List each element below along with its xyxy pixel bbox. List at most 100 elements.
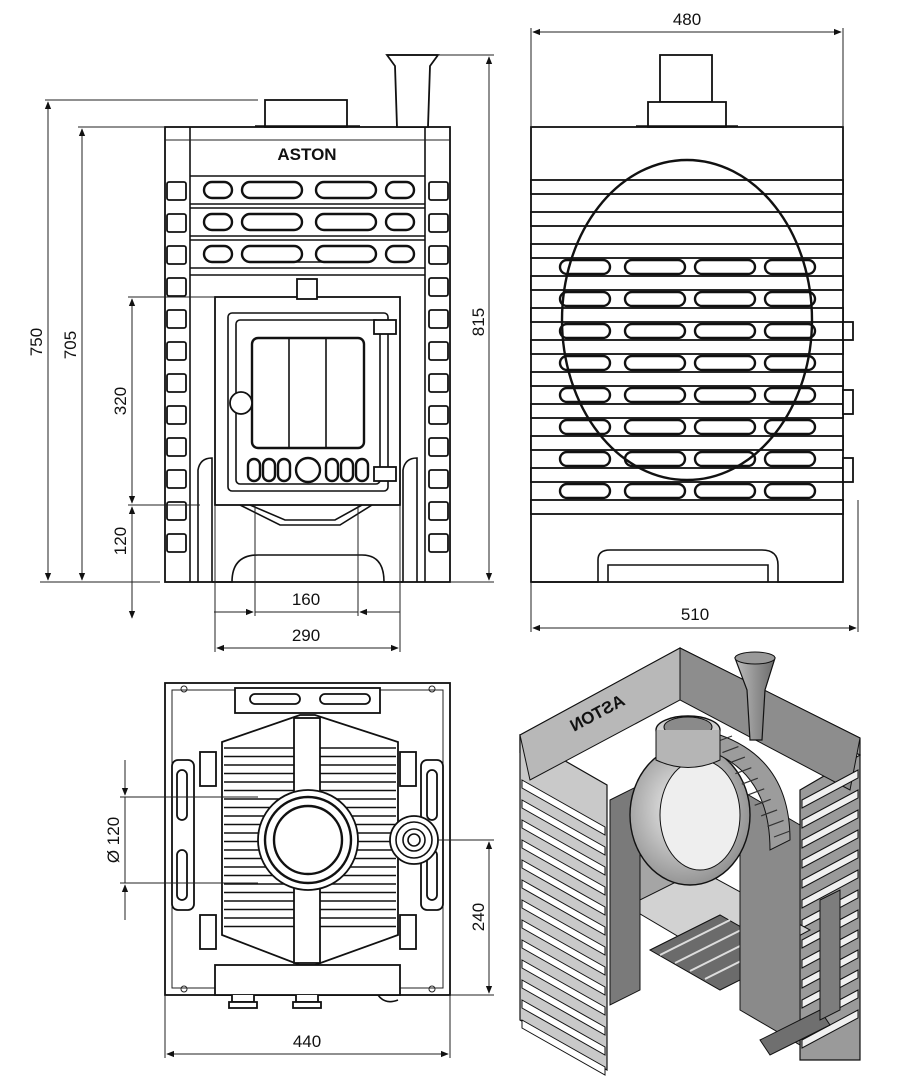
dim-750: 750 [27,328,46,356]
grille-slot [384,212,416,232]
cutaway-isometric-view: ASTON [519,647,861,1076]
front-right-slot [428,181,449,201]
side-bar [530,307,844,323]
front-left-slot [166,309,187,329]
iso-slat [521,799,606,856]
grille-slot [202,212,234,232]
side-slot [558,386,612,404]
side-slot [763,322,817,340]
front-left-slot [166,277,187,297]
iso-slat [521,879,606,936]
dim-510: 510 [681,605,709,624]
iso-slat [801,869,859,909]
iso-slat [801,789,859,829]
grille-slot [240,244,304,264]
arch-rib [722,745,739,754]
front-left-slot [166,501,187,521]
side-slot [623,354,687,372]
iso-slat [521,839,606,896]
grille-slot [202,244,234,264]
iso-slat [521,859,606,916]
side-bar [530,243,844,259]
iso-slat [801,849,859,889]
top-view: Ø 120 240 440 [104,682,494,1058]
side-slot [763,482,817,500]
dim-480: 480 [673,10,701,29]
front-left-slot [166,341,187,361]
front-left-slot [166,181,187,201]
front-right-slot [428,245,449,265]
front-view: 750 705 320 120 815 160 290 [27,54,494,652]
dim-705: 705 [61,331,80,359]
iso-slat [521,939,606,996]
side-slot [763,290,817,308]
dim-160: 160 [292,590,320,609]
side-slot [693,322,757,340]
front-right-slot [428,501,449,521]
iso-slat [521,959,606,1016]
iso-slat [521,779,606,836]
dim-120-diameter: Ø 120 [104,817,123,863]
grille-slot [314,212,378,232]
front-left-slot [166,405,187,425]
arch-rib [728,756,746,764]
front-right-slot [428,533,449,553]
iso-arch-ribs [715,735,791,838]
front-left-slot [166,533,187,553]
front-right-slot [428,341,449,361]
iso-slat [801,809,859,849]
side-slot [558,450,612,468]
side-slot [693,258,757,276]
front-right-slot [428,309,449,329]
front-right-slot [428,469,449,489]
dim-320: 320 [111,387,130,415]
iso-slat [801,769,859,809]
side-bar [530,275,844,291]
side-slot [558,418,612,436]
front-right-slot [428,437,449,457]
iso-slat [521,919,606,976]
grille-slot [240,180,304,200]
side-bar [530,179,844,195]
arch-rib [748,788,765,796]
side-slot [623,386,687,404]
front-right-slot [428,373,449,393]
iso-slat [521,999,606,1056]
side-view: 480 510 [530,10,859,632]
side-bars [530,158,844,515]
iso-slat [801,1009,859,1049]
front-right-slot [428,213,449,233]
grille-slot [384,244,416,264]
iso-slat [801,829,859,869]
side-slot [693,354,757,372]
front-left-slot [166,469,187,489]
dim-815: 815 [469,308,488,336]
side-slot [623,290,687,308]
side-slot [558,258,612,276]
side-bar [530,435,844,451]
iso-slat [521,1019,606,1076]
side-slot [623,258,687,276]
side-slot [763,258,817,276]
side-bar [530,339,844,355]
dim-120: 120 [111,527,130,555]
front-left-slot [166,437,187,457]
side-bar [530,499,844,515]
side-slot [558,290,612,308]
brand-logo: ASTON [277,145,336,164]
side-slot [763,386,817,404]
grille-slot [314,244,378,264]
side-slot [558,354,612,372]
iso-slat [521,819,606,876]
grille-slot [314,180,378,200]
arch-rib [735,767,752,775]
grille-slot [202,180,234,200]
side-slot [693,386,757,404]
side-slot [558,482,612,500]
front-side-slots [166,181,449,553]
arch-rib [754,798,771,806]
iso-slat [521,979,606,1036]
side-bar [530,211,844,227]
front-left-slot [166,373,187,393]
dim-290: 290 [292,626,320,645]
